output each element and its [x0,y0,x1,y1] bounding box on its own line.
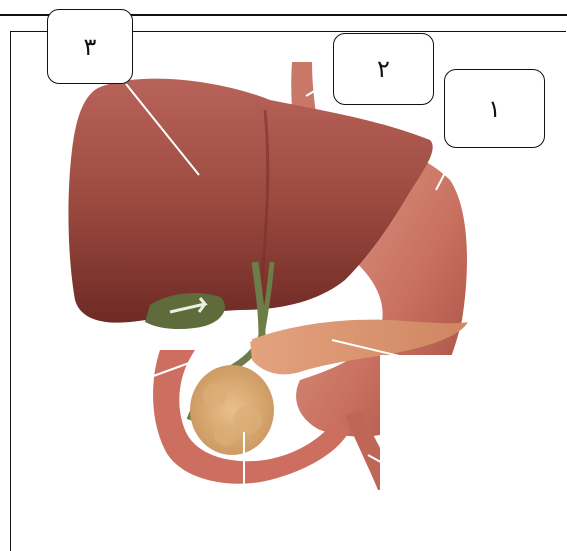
label-box-1: ١ [444,69,545,148]
label-2-text: ٢ [377,55,390,83]
label-1-text: ١ [488,95,501,123]
label-3-text: ٣ [84,33,97,61]
label-box-2: ٢ [333,33,434,105]
label-box-3: ٣ [47,9,133,84]
